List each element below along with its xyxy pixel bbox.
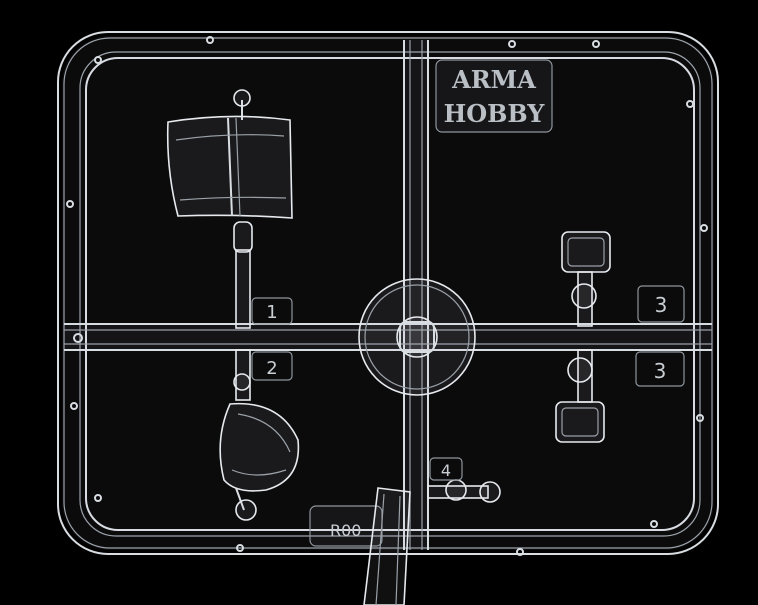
part-number-3a: 3 (655, 293, 668, 317)
logo-line-1: ARMA (451, 65, 536, 94)
lens-part-4 (427, 479, 501, 503)
central-hub (358, 278, 476, 396)
part-number-2: 2 (266, 358, 277, 379)
part-number-3b: 3 (654, 359, 667, 383)
part-number-4: 4 (441, 461, 451, 480)
sprue-code-tab: R00 (309, 505, 383, 547)
sprue-frame (57, 31, 719, 555)
logo-tab: ARMA HOBBY (435, 59, 553, 133)
canopy-part-2 (219, 349, 300, 521)
window-part-3-upper (561, 231, 611, 327)
logo-line-2: HOBBY (444, 99, 546, 128)
sprue-code: R00 (330, 521, 361, 540)
part-number-tag-1: 1 (251, 297, 293, 325)
vertical-runner (403, 40, 429, 550)
canopy-part-1 (166, 89, 293, 329)
pour-stub (363, 487, 411, 605)
part-number-tag-2: 2 (251, 351, 293, 381)
ejector-marks (66, 36, 708, 556)
horizontal-runner (64, 323, 712, 351)
window-part-3-lower (555, 349, 605, 443)
part-number-tag-3b: 3 (635, 351, 685, 387)
part-number-tag-4: 4 (429, 457, 463, 481)
part-number-tag-3a: 3 (637, 285, 685, 323)
part-number-1: 1 (266, 302, 277, 323)
